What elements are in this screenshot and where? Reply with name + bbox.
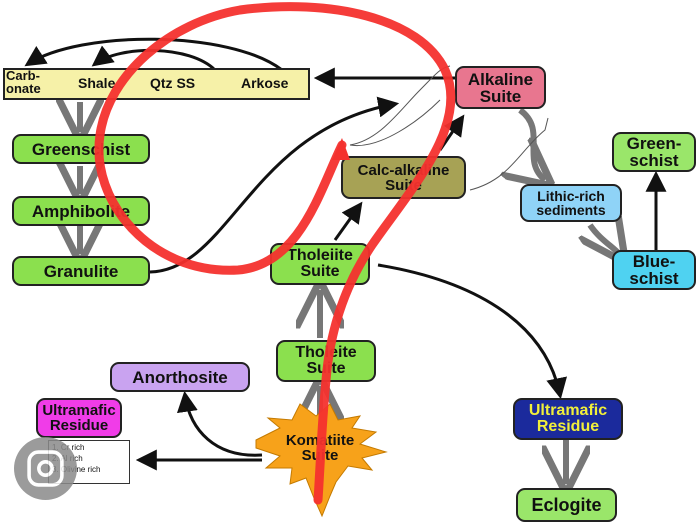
lens-search-icon xyxy=(25,448,66,489)
red-arrowhead xyxy=(332,138,350,160)
red-question-mark-stroke xyxy=(99,7,451,500)
lens-search-badge[interactable] xyxy=(14,437,77,500)
